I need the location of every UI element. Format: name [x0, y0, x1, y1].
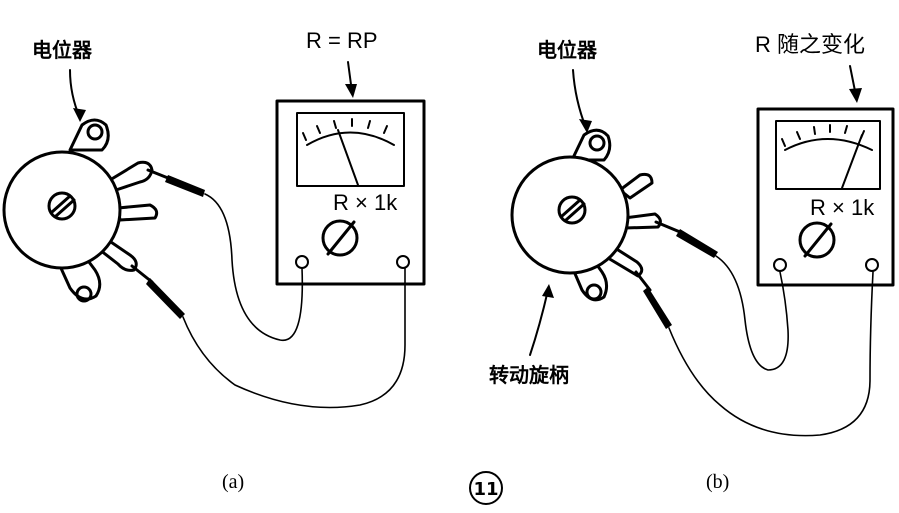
range-selector-knob — [321, 219, 359, 257]
reading-arrowhead — [345, 84, 357, 98]
upper-lug-hole — [86, 123, 104, 141]
figure-number-circle — [469, 471, 503, 505]
potentiometer-shaft — [557, 195, 587, 225]
panel-a-range-label: R × 1k — [333, 190, 398, 215]
probe-2-handle — [146, 278, 185, 319]
upper-lug-hole — [588, 134, 606, 152]
meter-scale-ticks — [302, 118, 388, 141]
probe-1-handle — [165, 175, 205, 197]
probe-2-tip — [130, 264, 154, 284]
meter-scale — [306, 131, 395, 146]
panel-b-shaft-label: 转动旋柄 — [489, 363, 569, 387]
meter-window — [775, 120, 881, 190]
panel-a-wire-1 — [204, 193, 304, 341]
reading-arrowhead — [849, 88, 862, 103]
shaft-label-arrow — [529, 289, 549, 356]
panel-b-arrowhead — [579, 119, 592, 133]
shaft-slot — [50, 194, 76, 218]
range-selector-knob — [798, 221, 836, 259]
panel-b-probe-2 — [634, 270, 672, 329]
panel-b-caption: (b) — [706, 471, 729, 493]
panel-a-potentiometer — [2, 118, 159, 303]
meter-terminal-right — [865, 258, 879, 272]
probe-1-handle — [676, 229, 718, 258]
panel-b-potentiometer — [510, 128, 662, 302]
figure-number-text: 11 — [473, 479, 498, 500]
panel-a-probe-1 — [146, 168, 205, 197]
figure-number: 11 — [469, 471, 503, 505]
shaft-label-arrowhead — [542, 284, 554, 298]
range-selector-pointer — [326, 220, 356, 256]
panel-a-probe-2 — [130, 264, 185, 319]
panel-a-caption: (a) — [222, 471, 244, 493]
probe-2-handle — [643, 287, 672, 329]
potentiometer-shaft — [47, 191, 77, 221]
meter-case — [756, 107, 895, 287]
panel-b: 电位器 — [489, 32, 895, 493]
shaft-slot — [560, 198, 586, 222]
meter-scale-ticks — [781, 124, 865, 147]
panel-b-potentiometer-label: 电位器 — [537, 38, 598, 62]
meter-needle — [841, 134, 863, 189]
panel-b-range-label: R × 1k — [810, 195, 875, 220]
meter-terminal-right — [396, 255, 410, 269]
lower-lug-hole — [585, 283, 603, 301]
panel-b-multimeter: R × 1k — [756, 107, 895, 287]
panel-a-potentiometer-label: 电位器 — [32, 38, 93, 62]
panel-b-probe-1 — [654, 220, 718, 258]
probe-1-tip — [146, 168, 170, 180]
probe-2-tip — [634, 270, 652, 292]
meter-terminal-left — [773, 258, 787, 272]
terminal-3 — [98, 238, 138, 272]
panel-a-reading-label: R = RP — [306, 28, 378, 53]
panel-b-wire-2 — [668, 271, 874, 437]
terminal-2 — [622, 212, 662, 230]
terminal-2 — [116, 203, 159, 222]
panel-b-reading-label: R 随之变化 — [755, 32, 865, 57]
meter-case — [275, 99, 426, 286]
meter-needle — [337, 129, 359, 186]
panel-a-wire-2 — [182, 267, 406, 409]
panel-a-arrowhead — [73, 108, 86, 122]
meter-window — [296, 112, 405, 187]
panel-a: 电位器 — [2, 28, 426, 493]
terminal-1 — [618, 172, 654, 200]
meter-scale — [784, 138, 873, 151]
probe-1-tip — [654, 220, 682, 234]
panel-a-multimeter: R × 1k — [275, 99, 426, 286]
meter-terminal-left — [295, 255, 309, 269]
range-selector-pointer — [803, 222, 833, 258]
panel-b-wire-1 — [715, 255, 789, 371]
lower-lug-hole — [75, 285, 93, 303]
